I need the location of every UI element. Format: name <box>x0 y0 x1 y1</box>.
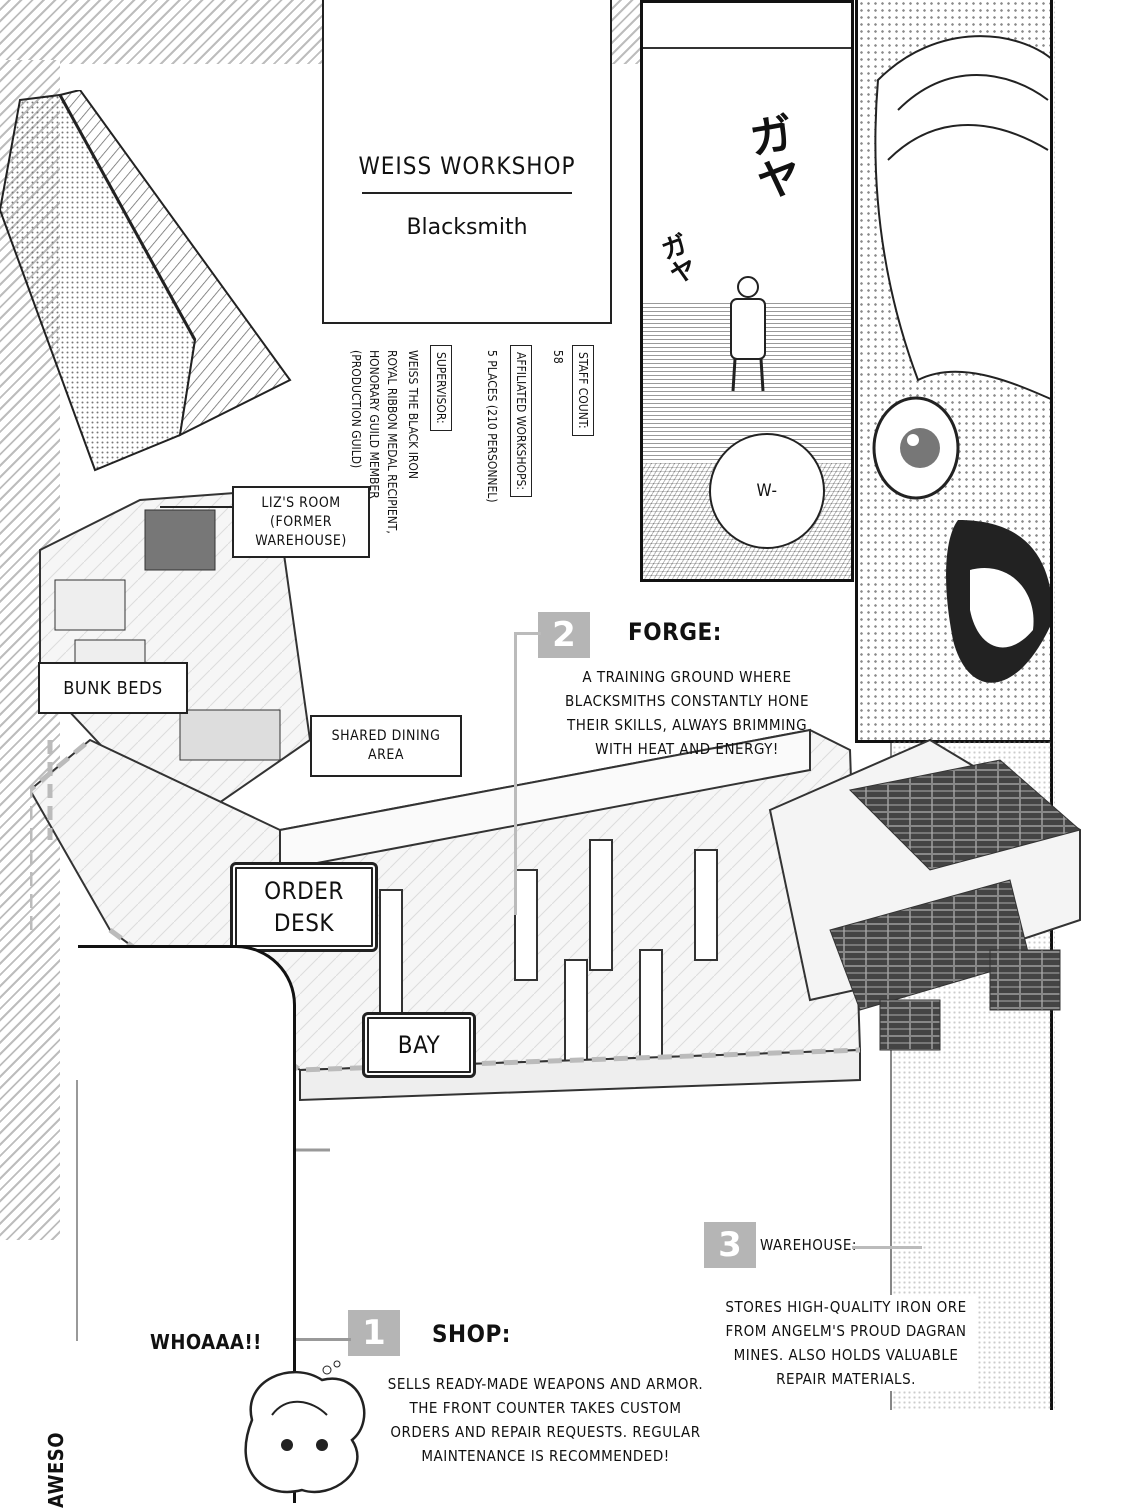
label-dining-area-text: SHARED DINING AREA <box>331 728 441 763</box>
sfx-aweso: AWESO <box>44 1432 68 1508</box>
supervisor-line3: HONORARY GUILD MEMBER <box>367 350 381 499</box>
speech-text: W- <box>756 481 778 501</box>
forge-pointer-line <box>514 632 541 915</box>
roof-illustration <box>0 90 292 472</box>
supervisor-line2: ROYAL RIBBON MEDAL RECIPIENT, <box>385 350 399 534</box>
sfx-gaya-large: ガヤ <box>737 109 804 205</box>
page-subtitle: Blacksmith <box>406 215 528 240</box>
sfx-whoaaa: WHOAAA!! <box>150 1330 262 1354</box>
face-illustration <box>872 35 1053 683</box>
manga-panel-crowd: ガヤ ガヤ W- <box>640 0 854 582</box>
shop-description: SELLS READY-MADE WEAPONS AND ARMOR. THE … <box>387 1375 704 1465</box>
affiliated-workshops-value: 5 PLACES (210 PERSONNEL) <box>485 350 499 503</box>
liz-room-pointer <box>160 506 232 508</box>
character-chibi <box>244 1360 366 1494</box>
affiliated-workshops-label: AFFILIATED WORKSHOPS: <box>510 345 532 498</box>
header-box: WEISS WORKSHOP Blacksmith <box>322 0 612 324</box>
shop-number: 1 <box>348 1310 400 1356</box>
panel-floor-line <box>643 47 851 49</box>
speech-bubble: W- <box>709 433 825 549</box>
right-border-tone <box>1050 0 1055 1410</box>
label-bay-text: BAY <box>397 1031 441 1059</box>
forge-title: FORGE: <box>628 618 722 646</box>
warehouse-title: WAREHOUSE: <box>760 1236 857 1254</box>
warehouse-pointer-line <box>852 1246 922 1249</box>
forge-number: 2 <box>538 612 590 658</box>
label-bay: BAY <box>362 1012 476 1078</box>
sfx-gaya-small: ガヤ <box>653 229 700 289</box>
supervisor-name: WEISS THE BLACK IRON <box>406 350 420 479</box>
warehouse-number: 3 <box>704 1222 756 1268</box>
staff-count-label: STAFF COUNT: <box>572 345 594 436</box>
supervisor-line4: (PRODUCTION GUILD) <box>349 350 363 469</box>
label-bunk-beds-text: BUNK BEDS <box>63 677 163 699</box>
label-order-desk: ORDER DESK <box>230 862 378 952</box>
warehouse-description: STORES HIGH-QUALITY IRON ORE FROM ANGELM… <box>715 1295 977 1391</box>
label-order-desk-text: ORDER DESK <box>264 877 344 937</box>
label-dining-area: SHARED DINING AREA <box>310 715 462 777</box>
manga-panel-face <box>855 0 1053 743</box>
title-underline <box>362 192 572 194</box>
shop-title: SHOP: <box>432 1320 511 1348</box>
label-bunk-beds: BUNK BEDS <box>38 662 188 714</box>
figure-blacksmith <box>730 276 766 392</box>
supervisor-label: SUPERVISOR: <box>430 345 452 431</box>
staff-count-value: 58 <box>551 350 565 364</box>
page-title: WEISS WORKSHOP <box>358 152 576 180</box>
label-liz-room: LIZ'S ROOM (FORMER WAREHOUSE) <box>232 486 370 558</box>
label-liz-room-text: LIZ'S ROOM (FORMER WAREHOUSE) <box>255 494 347 549</box>
forge-description: A TRAINING GROUND WHERE BLACKSMITHS CONS… <box>564 668 810 758</box>
